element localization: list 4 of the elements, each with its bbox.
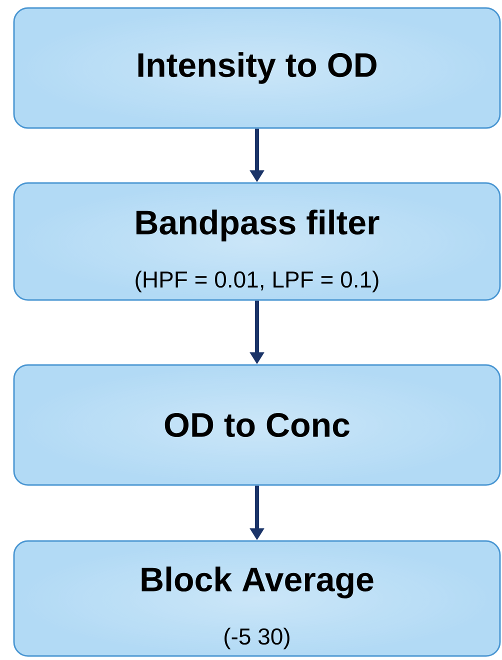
process-box: Intensity to OD: [13, 7, 501, 129]
process-box: Bandpass filter (HPF = 0.01, LPF = 0.1): [13, 182, 501, 301]
process-box: Block Average (-5 30): [13, 540, 501, 657]
process-box: OD to Conc: [13, 364, 501, 486]
